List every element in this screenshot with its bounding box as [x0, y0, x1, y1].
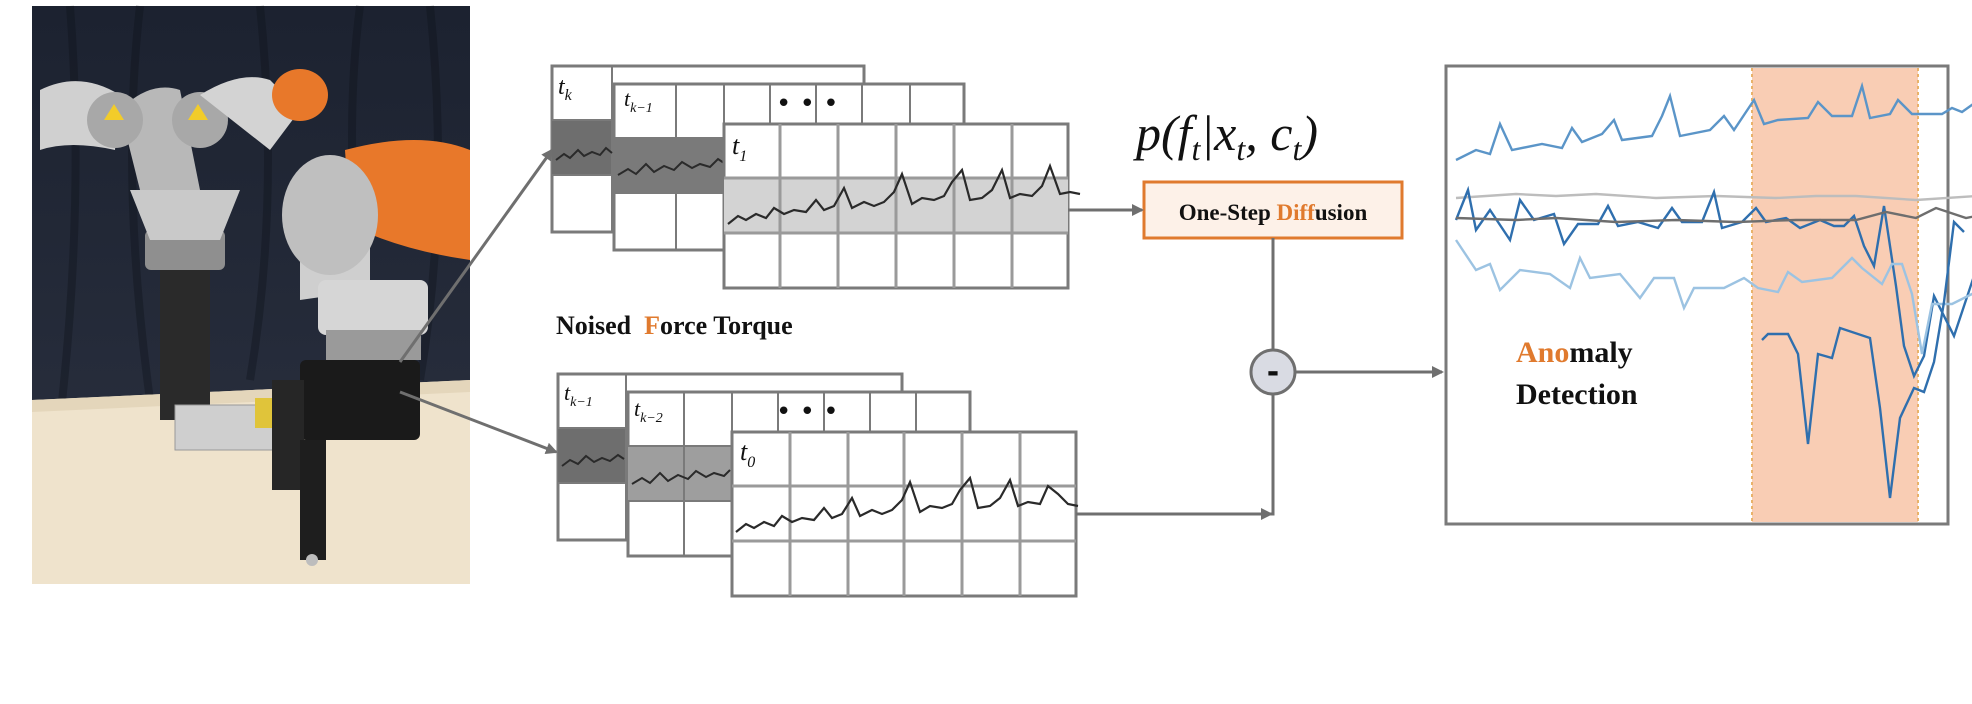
- anomaly-detection-panel: Anomaly Detection: [1444, 64, 1972, 526]
- bottom-window-stack: tk−1 tk−2 • • •: [556, 372, 1079, 598]
- likelihood-formula: p(ft|xt, ct): [1133, 105, 1318, 167]
- anomaly-region: [1752, 68, 1918, 522]
- robot-arm-icon: [40, 69, 328, 420]
- arrow-robot-to-top: [398, 148, 554, 363]
- minus-symbol: -: [1267, 355, 1279, 390]
- signal-series-light: [1455, 239, 1972, 355]
- signal-trace: [617, 157, 725, 176]
- signal-series-top: [1455, 81, 1972, 162]
- signal-trace: [631, 469, 731, 485]
- window-t1: t1: [722, 122, 1081, 290]
- signal-series-anomaly: [1761, 219, 1965, 499]
- signal-trace: [727, 162, 1081, 225]
- top-window-stack: tk tk−1 • • •: [550, 64, 1081, 290]
- signal-trace: [561, 453, 625, 467]
- diffusion-label: One-Step Diffusion: [1179, 200, 1368, 225]
- line-bottom-stack-to-minus: [1076, 394, 1275, 516]
- noised-force-torque-label: Noised Force Torque: [556, 311, 793, 340]
- signal-series-gray-dark: [1455, 206, 1972, 224]
- subtraction-node: -: [1249, 348, 1297, 396]
- continuation-dots: • • •: [776, 89, 839, 119]
- detection-label: Detection: [1516, 378, 1638, 411]
- signal-trace: [555, 146, 613, 161]
- robot-arm-icon: [272, 140, 470, 566]
- robot-photo: [32, 5, 470, 584]
- continuation-dots: • • •: [776, 397, 839, 427]
- arrow-robot-to-bottom: [399, 390, 558, 455]
- signal-series-dark: [1454, 185, 1972, 380]
- signal-series-gray: [1455, 192, 1972, 202]
- one-step-diffusion-box: One-Step Diffusion: [1142, 180, 1404, 240]
- signal-trace: [735, 475, 1079, 533]
- anomaly-label: Anomaly: [1516, 336, 1633, 369]
- window-t0: t0: [730, 430, 1079, 598]
